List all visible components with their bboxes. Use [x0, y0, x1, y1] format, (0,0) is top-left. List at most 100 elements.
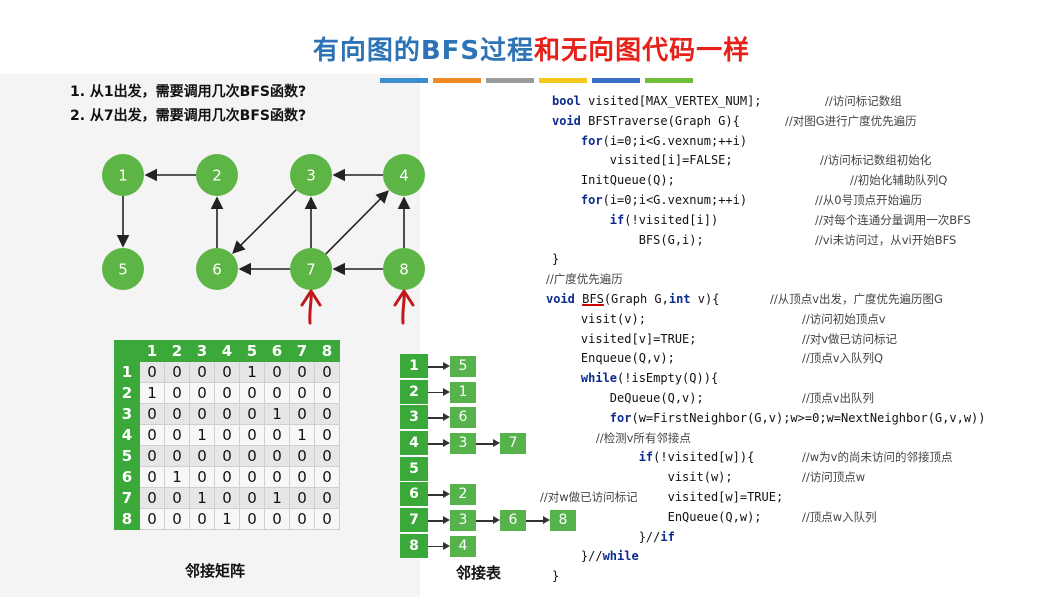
- slide-title: 有向图的BFS过程和无向图代码一样: [0, 30, 1063, 67]
- matrix-cell: 0: [214, 403, 240, 425]
- matrix-cell: 0: [164, 382, 190, 404]
- code-line: BFS(G,i);//vi未访问过，从vi开始BFS: [540, 231, 986, 251]
- title-part-1: 有向图的BFS过程: [312, 36, 535, 66]
- matrix-cell: 1: [214, 508, 240, 530]
- matrix-col-header: 4: [214, 340, 240, 362]
- matrix-row-header: 4: [114, 424, 140, 446]
- matrix-cell: 1: [139, 382, 165, 404]
- code-line: for(w=FirstNeighbor(G,v);w>=0;w=NextNeig…: [540, 409, 986, 429]
- adj-list-node: 1: [450, 381, 476, 403]
- code-text: //检测v所有邻接点: [552, 430, 691, 445]
- adj-list-node: 4: [450, 535, 476, 557]
- matrix-row-header: 6: [114, 466, 140, 488]
- code-line: }: [540, 567, 986, 587]
- matrix-cell: 0: [314, 382, 340, 404]
- code-text: }//if: [552, 529, 675, 544]
- adj-list-link: [428, 391, 443, 394]
- matrix-cell: 0: [139, 508, 165, 530]
- code-text: visit(v);: [552, 311, 646, 326]
- matrix-cell: 0: [139, 424, 165, 446]
- color-bar-segment: [380, 78, 428, 83]
- adj-list-link: [476, 443, 493, 445]
- code-text: visit(w);: [552, 470, 733, 485]
- matrix-cell: 0: [264, 424, 290, 446]
- matrix-cell: 0: [189, 445, 215, 467]
- matrix-cell: 0: [214, 445, 240, 467]
- adj-list-arrowhead: [443, 541, 450, 550]
- matrix-cell: 0: [214, 382, 240, 404]
- matrix-cell: 0: [214, 487, 240, 509]
- code-line: void BFSTraverse(Graph G){//对图G进行广度优先遍历: [540, 112, 986, 132]
- code-line: DeQueue(Q,v);//顶点v出队列: [540, 389, 986, 409]
- matrix-cell: 0: [264, 445, 290, 467]
- matrix-caption: 邻接矩阵: [185, 562, 246, 580]
- graph-node-label: 1: [118, 167, 128, 185]
- adj-list-arrowhead: [493, 516, 500, 525]
- adj-list-arrowhead: [543, 516, 550, 525]
- code-text: for(i=0;i<G.vexnum;++i): [580, 133, 748, 148]
- code-comment: //对图G进行广度优先遍历: [785, 113, 917, 128]
- code-text: InitQueue(Q);: [552, 173, 675, 188]
- matrix-col-header: 3: [189, 340, 215, 362]
- matrix-cell: 0: [314, 487, 340, 509]
- graph-node-8: [383, 248, 425, 290]
- code-line: visit(w);//访问顶点w: [540, 468, 986, 488]
- matrix-cell: 0: [289, 487, 315, 509]
- adj-list-link: [428, 520, 443, 522]
- adj-list-arrowhead: [443, 362, 450, 370]
- code-line: for(i=0;i<G.vexnum;++i)//从0号顶点开始遍历: [540, 191, 986, 211]
- color-bar-segment: [539, 78, 587, 83]
- code-text: Enqueue(Q,v);: [552, 351, 675, 366]
- matrix-cell: 0: [239, 445, 265, 467]
- code-line: bool visited[MAX_VERTEX_NUM];//访问标记数组: [540, 92, 986, 112]
- graph-node-7: [290, 248, 332, 290]
- matrix-cell: 0: [239, 424, 265, 446]
- matrix-cell: 0: [189, 508, 215, 530]
- question-2: 2. 从7出发，需要调用几次BFS函数?: [70, 108, 307, 124]
- graph-node-label: 2: [212, 167, 222, 185]
- matrix-cell: 0: [139, 361, 165, 383]
- code-text: for(i=0;i<G.vexnum;++i): [580, 192, 748, 207]
- matrix-cell: 0: [189, 403, 215, 425]
- graph-node-label: 4: [399, 167, 409, 185]
- matrix-cell: 0: [189, 382, 215, 404]
- adj-list-arrowhead: [443, 387, 450, 396]
- adj-list-head: 4: [400, 431, 428, 457]
- code-comment: //对w做已访问标记: [540, 489, 638, 504]
- matrix-cell: 0: [164, 445, 190, 467]
- code-comment: //初始化辅助队列Q: [850, 173, 948, 188]
- graph-node-label: 3: [306, 167, 316, 185]
- adj-list-head: 8: [400, 533, 428, 559]
- matrix-cell: 0: [314, 445, 340, 467]
- adj-list-node: 5: [450, 356, 476, 377]
- code-line: EnQueue(Q,w);//顶点w入队列: [540, 508, 986, 528]
- code-comment: //对每个连通分量调用一次BFS: [815, 212, 971, 227]
- matrix-cell: 0: [239, 382, 265, 404]
- matrix-cell: 1: [164, 466, 190, 488]
- matrix-cell: 0: [164, 487, 190, 509]
- code-comment: //访问标记数组初始化: [820, 153, 932, 168]
- matrix-col-header: 8: [314, 340, 340, 362]
- adj-list-arrowhead: [443, 413, 450, 422]
- code-line: InitQueue(Q); //初始化辅助队列Q: [540, 171, 986, 191]
- matrix-col-header: 6: [264, 340, 290, 362]
- adj-list-node: 2: [450, 484, 476, 506]
- graph-node-label: 6: [212, 261, 222, 279]
- color-bar-segment: [592, 78, 640, 83]
- adj-list-arrowhead: [443, 516, 450, 525]
- matrix-cell: 0: [289, 403, 315, 425]
- matrix-cell: 0: [314, 403, 340, 425]
- matrix-col-header: 7: [289, 340, 315, 362]
- matrix-row-header: 3: [114, 403, 140, 425]
- matrix-row-header: 7: [114, 487, 140, 509]
- matrix-cell: 0: [164, 361, 190, 383]
- adj-list-node: 8: [550, 510, 576, 532]
- matrix-cell: 0: [314, 466, 340, 488]
- code-text: if(!visited[i]): [609, 212, 719, 227]
- matrix-cell: 0: [164, 403, 190, 425]
- matrix-cell: 0: [289, 382, 315, 404]
- adj-list-head: 1: [400, 354, 428, 379]
